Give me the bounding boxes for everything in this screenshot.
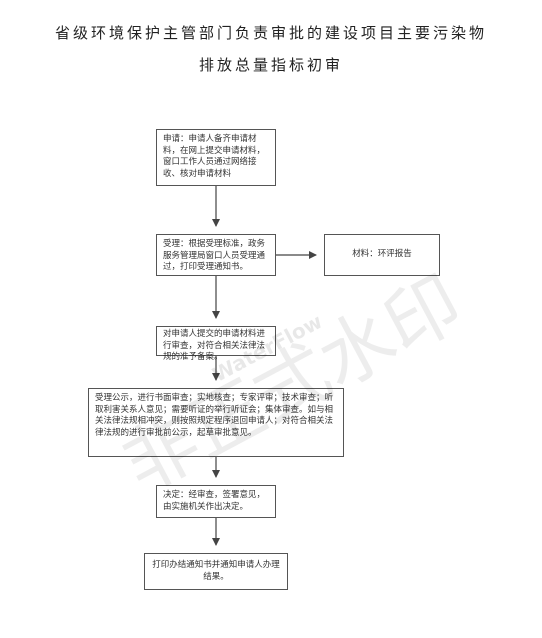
step-review: 对申请人提交的申请材料进行审查，对符合相关法律法规的准予备案。 bbox=[156, 326, 276, 362]
step-publicity-text: 受理公示，进行书面审查；实地核查；专家评审；技术审查；听取利害关系人意见；需要听… bbox=[95, 393, 334, 438]
page-title-line2: 排放总量指标初审 bbox=[198, 56, 343, 74]
step-accept: 受理：根据受理标准，政务服务管理局窗口人员受理通过，打印受理通知书。 bbox=[156, 234, 276, 276]
step-apply-text: 申请：申请人备齐申请材料，在网上提交申请材料，窗口工作人员通过网络接收、核对申请… bbox=[163, 134, 266, 179]
step-notify-text: 打印办结通知书并通知申请人办理结果。 bbox=[152, 560, 280, 582]
step-review-text: 对申请人提交的申请材料进行审查，对符合相关法律法规的准予备案。 bbox=[163, 329, 266, 362]
step-decision: 决定：经审查，签署意见，由实施机关作出决定。 bbox=[156, 485, 276, 518]
step-decision-text: 决定：经审查，签署意见，由实施机关作出决定。 bbox=[163, 490, 266, 512]
step-publicity: 受理公示，进行书面审查；实地核查；专家评审；技术审查；听取利害关系人意见；需要听… bbox=[88, 388, 344, 457]
step-accept-text: 受理：根据受理标准，政务服务管理局窗口人员受理通过，打印受理通知书。 bbox=[163, 239, 266, 272]
page-title-line1: 省级环境保护主管部门负责审批的建设项目主要污染物 bbox=[54, 24, 487, 42]
step-materials-text: 材料：环评报告 bbox=[352, 249, 412, 260]
step-notify: 打印办结通知书并通知申请人办理结果。 bbox=[144, 553, 288, 590]
step-materials: 材料：环评报告 bbox=[324, 234, 440, 276]
step-apply: 申请：申请人备齐申请材料，在网上提交申请材料，窗口工作人员通过网络接收、核对申请… bbox=[156, 129, 276, 186]
